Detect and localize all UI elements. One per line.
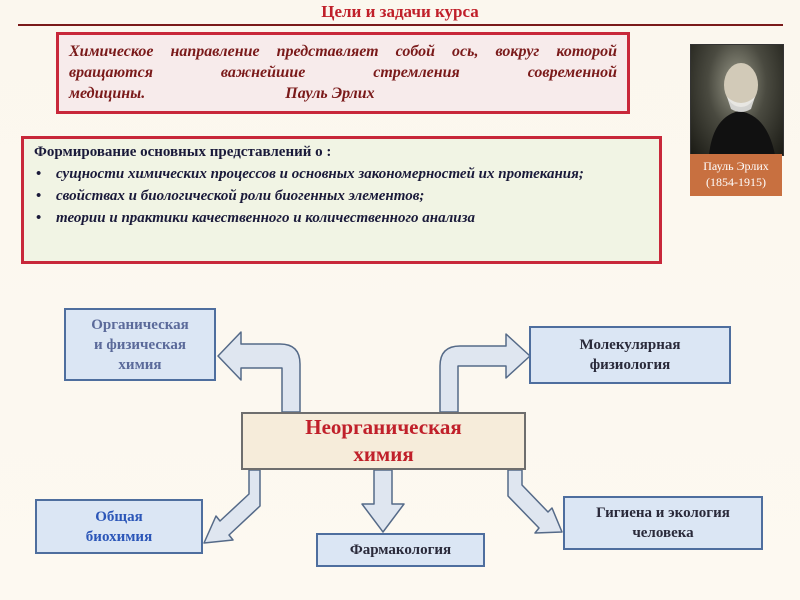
portrait-figure xyxy=(709,63,775,155)
goals-item: теории и практики качественного и количе… xyxy=(36,209,649,228)
portrait-photo xyxy=(690,44,784,156)
portrait-face xyxy=(724,63,758,107)
goals-item: свойствах и биологической роли биогенных… xyxy=(36,187,649,206)
arrow-to-biochem xyxy=(203,469,261,544)
node-label: Неорганическая химия xyxy=(305,415,462,466)
node-label: Общая биохимия xyxy=(85,508,153,545)
title-underline xyxy=(18,24,783,26)
goals-heading: Формирование основных представлений о : xyxy=(34,144,332,160)
node-general-biochemistry: Общая биохимия xyxy=(35,499,203,554)
goals-box: Формирование основных представлений о : … xyxy=(21,136,662,264)
arrow-to-organic xyxy=(217,331,301,413)
node-molecular-physiology: Молекулярная физиология xyxy=(529,326,731,384)
goals-list: сущности химических процессов и основных… xyxy=(34,165,649,228)
node-label: Органическая и физическая химия xyxy=(91,316,189,373)
node-label: Фармакология xyxy=(349,542,452,558)
node-pharmacology: Фармакология xyxy=(316,533,485,567)
arrow-to-molecular xyxy=(439,333,531,413)
node-organic-physical-chemistry: Органическая и физическая химия xyxy=(64,308,216,381)
portrait-years: (1854-1915) xyxy=(706,175,766,189)
node-label: Гигиена и экология человека xyxy=(596,505,730,541)
portrait-beard xyxy=(727,97,755,112)
node-label: Молекулярная физиология xyxy=(579,337,681,373)
arrow-to-pharmacology xyxy=(361,469,405,533)
quote-text: Химическое направление представляет собо… xyxy=(69,43,617,102)
quote-author: Пауль Эрлих xyxy=(285,85,375,102)
portrait-coat xyxy=(709,111,775,155)
portrait-caption: Пауль Эрлих (1854-1915) xyxy=(690,154,782,196)
goals-item: сущности химических процессов и основных… xyxy=(36,165,649,184)
node-hygiene-ecology: Гигиена и экология человека xyxy=(563,496,763,550)
arrow-to-hygiene xyxy=(507,469,563,534)
slide-title: Цели и задачи курса xyxy=(321,2,479,21)
portrait-name: Пауль Эрлих xyxy=(703,159,769,173)
node-inorganic-chemistry: Неорганическая химия xyxy=(241,412,526,470)
quote-box: Химическое направление представляет собо… xyxy=(56,32,630,114)
